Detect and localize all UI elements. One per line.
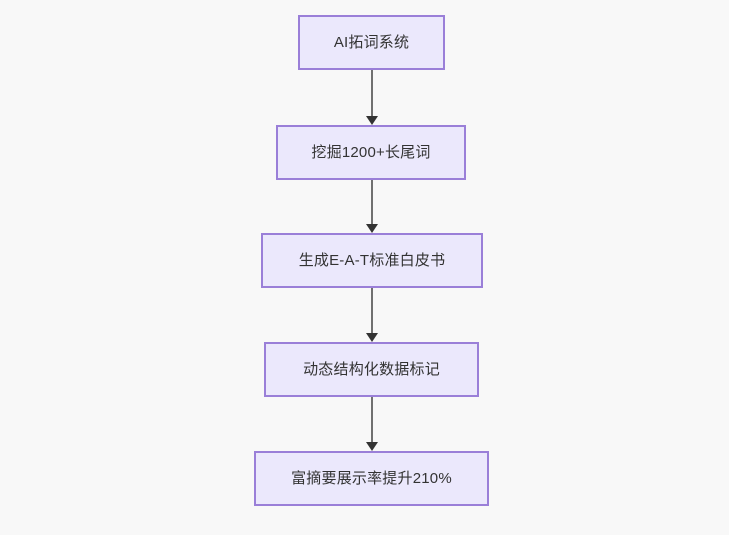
flow-node-1[interactable]: AI拓词系统 — [298, 15, 445, 70]
connector-line — [371, 180, 373, 225]
flow-node-label: 动态结构化数据标记 — [303, 361, 440, 378]
connector-node-1-to-node-2 — [365, 70, 379, 125]
flow-node-4[interactable]: 动态结构化数据标记 — [264, 342, 479, 397]
flow-node-3[interactable]: 生成E-A-T标准白皮书 — [261, 233, 483, 288]
arrowhead-down-icon — [366, 442, 378, 451]
connector-node-3-to-node-4 — [365, 288, 379, 342]
arrowhead-down-icon — [366, 224, 378, 233]
connector-line — [371, 288, 373, 334]
flow-node-5[interactable]: 富摘要展示率提升210% — [254, 451, 489, 506]
flow-node-label: AI拓词系统 — [333, 34, 410, 51]
connector-line — [371, 397, 373, 443]
connector-node-4-to-node-5 — [365, 397, 379, 451]
arrowhead-down-icon — [366, 116, 378, 125]
connector-line — [371, 70, 373, 117]
flow-node-label: 挖掘1200+长尾词 — [311, 144, 431, 161]
flow-node-label: 生成E-A-T标准白皮书 — [298, 252, 446, 269]
flow-node-label: 富摘要展示率提升210% — [291, 470, 452, 487]
arrowhead-down-icon — [366, 333, 378, 342]
connector-node-2-to-node-3 — [365, 180, 379, 233]
flow-node-2[interactable]: 挖掘1200+长尾词 — [276, 125, 466, 180]
